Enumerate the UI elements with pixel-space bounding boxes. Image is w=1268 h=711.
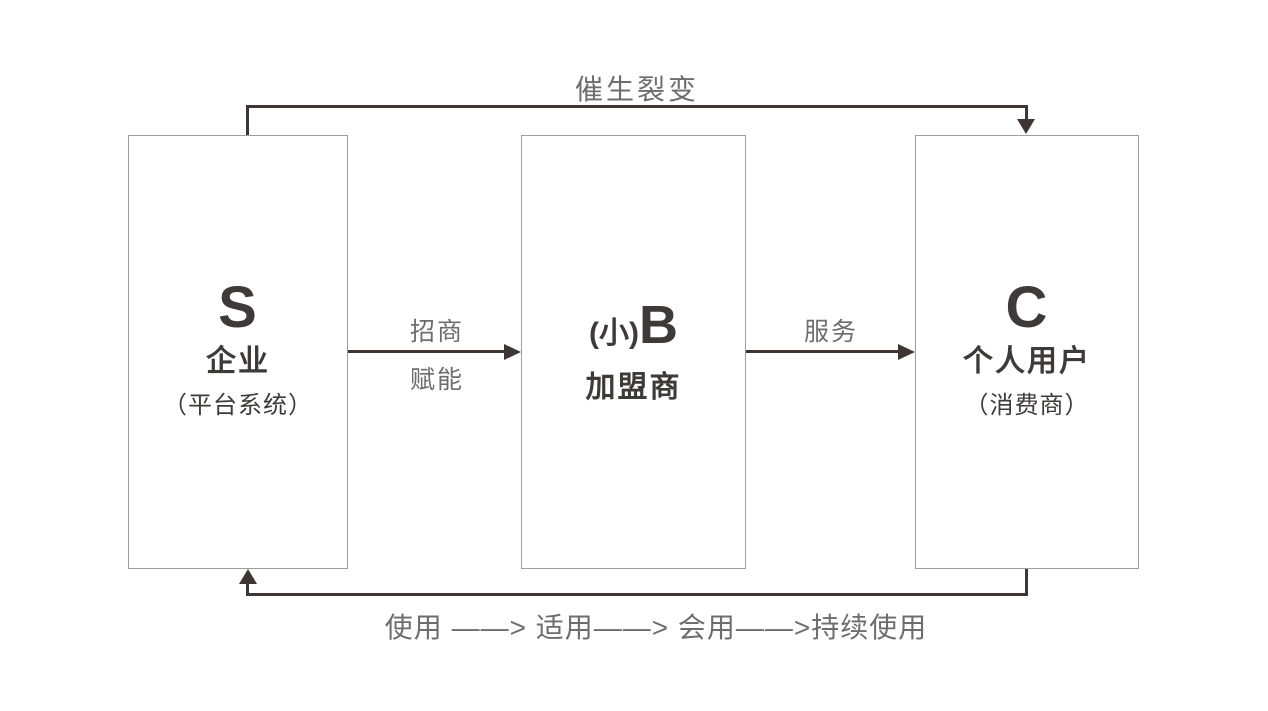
s-to-b-arrow-line (348, 350, 505, 353)
node-b-name: 加盟商 (585, 370, 682, 404)
bottom-connector-right-vertical-line (1025, 569, 1028, 596)
b-to-c-arrow-line (746, 350, 899, 353)
s-to-b-label-below: 赋能 (409, 366, 465, 394)
top-connector-left-vertical-line (246, 105, 249, 136)
node-b-letter-prefix: (小) (589, 316, 639, 350)
node-c-name: 个人用户 (963, 345, 1091, 378)
node-b-franchisee: (小)B 加盟商 (521, 135, 746, 569)
bottom-connector-left-vertical-line (246, 583, 249, 595)
top-connector-right-vertical-line (1025, 105, 1028, 121)
node-s-subtitle: （平台系统） (163, 392, 313, 419)
node-b-letter-row: (小)B (589, 294, 678, 365)
node-b-letter: B (638, 294, 678, 355)
node-s-enterprise: S 企业 （平台系统） (128, 135, 348, 569)
bottom-edge-label: 使用 ——> 适用——> 会用——>持续使用 (384, 612, 928, 643)
arrowhead-right-icon (504, 343, 521, 360)
arrowhead-up-icon (238, 569, 257, 584)
bottom-connector-horizontal-line (246, 593, 1028, 596)
b-to-c-label-above: 服务 (803, 318, 859, 346)
top-edge-label: 催生裂变 (574, 74, 700, 105)
top-connector-horizontal-line (246, 105, 1028, 108)
arrowhead-right-icon (898, 343, 915, 360)
arrowhead-down-icon (1017, 119, 1035, 134)
node-c-consumer: C 个人用户 （消费商） (915, 135, 1139, 569)
node-c-letter: C (1005, 275, 1049, 340)
node-s-letter: S (218, 275, 258, 340)
node-s-name: 企业 (206, 345, 270, 378)
node-c-subtitle: （消费商） (964, 392, 1090, 419)
s-to-b-label-above: 招商 (409, 318, 465, 346)
